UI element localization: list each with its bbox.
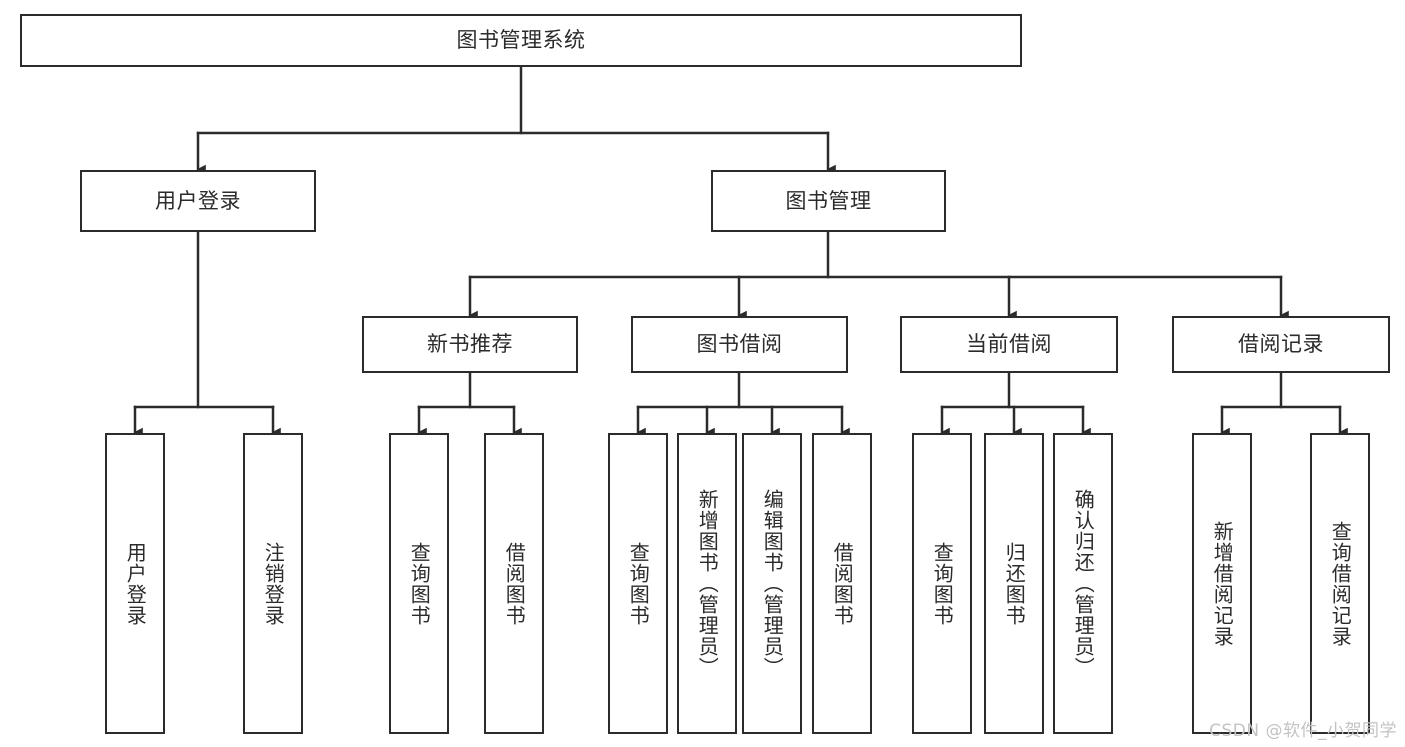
- node-label-borrow-record: 借阅记录: [1238, 332, 1324, 356]
- connector-lines: [133, 65, 1348, 437]
- node-leaf-borrow-book[interactable]: 借阅图书: [812, 433, 872, 734]
- node-leaf-query-book-recommend[interactable]: 查询图书: [389, 433, 449, 734]
- node-label-book-borrow: 图书借阅: [696, 332, 783, 356]
- node-root[interactable]: 图书管理系统: [20, 14, 1022, 67]
- node-leaf-user-login[interactable]: 用户登录: [105, 433, 165, 734]
- node-leaf-query-book-current[interactable]: 查询图书: [912, 433, 972, 734]
- node-leaf-add-borrow-record[interactable]: 新增借阅记录: [1192, 433, 1252, 734]
- node-leaf-add-book-admin[interactable]: 新增图书（管理员）: [677, 433, 737, 734]
- node-label-current-borrow: 当前借阅: [966, 332, 1052, 356]
- watermark-text: CSDN @软件_小贺同学: [1209, 721, 1397, 741]
- node-leaf-query-book-borrow[interactable]: 查询图书: [608, 433, 668, 734]
- node-new-book-recommend[interactable]: 新书推荐: [362, 316, 578, 373]
- node-label-new-book-recommend: 新书推荐: [427, 332, 513, 356]
- node-book-management[interactable]: 图书管理: [711, 170, 946, 232]
- node-leaf-confirm-return-admin[interactable]: 确认归还（管理员）: [1053, 433, 1113, 734]
- node-label-leaf-add-borrow-record: 新增借阅记录: [1210, 520, 1235, 647]
- node-label-leaf-borrow-book: 借阅图书: [830, 541, 855, 626]
- node-leaf-return-book[interactable]: 归还图书: [984, 433, 1044, 734]
- node-label-user-login: 用户登录: [155, 188, 241, 213]
- node-label-leaf-query-book-recommend: 查询图书: [407, 541, 432, 626]
- node-label-root: 图书管理系统: [456, 28, 586, 52]
- node-label-leaf-borrow-book-recommend: 借阅图书: [502, 541, 527, 626]
- node-label-leaf-return-book: 归还图书: [1002, 541, 1027, 626]
- node-user-login[interactable]: 用户登录: [80, 170, 316, 232]
- node-borrow-record[interactable]: 借阅记录: [1172, 316, 1390, 373]
- node-label-leaf-logout: 注销登录: [261, 541, 286, 626]
- node-label-leaf-edit-book-admin: 编辑图书（管理员）: [760, 489, 785, 678]
- node-label-book-management: 图书管理: [785, 188, 872, 213]
- node-label-leaf-add-book-admin: 新增图书（管理员）: [695, 489, 720, 678]
- node-label-leaf-query-borrow-record: 查询借阅记录: [1328, 520, 1353, 647]
- node-leaf-borrow-book-recommend[interactable]: 借阅图书: [484, 433, 544, 734]
- node-book-borrow[interactable]: 图书借阅: [631, 316, 848, 373]
- node-label-leaf-query-book-borrow: 查询图书: [626, 541, 651, 626]
- node-leaf-logout[interactable]: 注销登录: [243, 433, 303, 734]
- node-label-leaf-user-login: 用户登录: [123, 541, 148, 626]
- node-label-leaf-confirm-return-admin: 确认归还（管理员）: [1071, 489, 1096, 678]
- node-current-borrow[interactable]: 当前借阅: [900, 316, 1118, 373]
- node-label-leaf-query-book-current: 查询图书: [930, 541, 955, 626]
- node-leaf-query-borrow-record[interactable]: 查询借阅记录: [1310, 433, 1370, 734]
- node-leaf-edit-book-admin[interactable]: 编辑图书（管理员）: [742, 433, 802, 734]
